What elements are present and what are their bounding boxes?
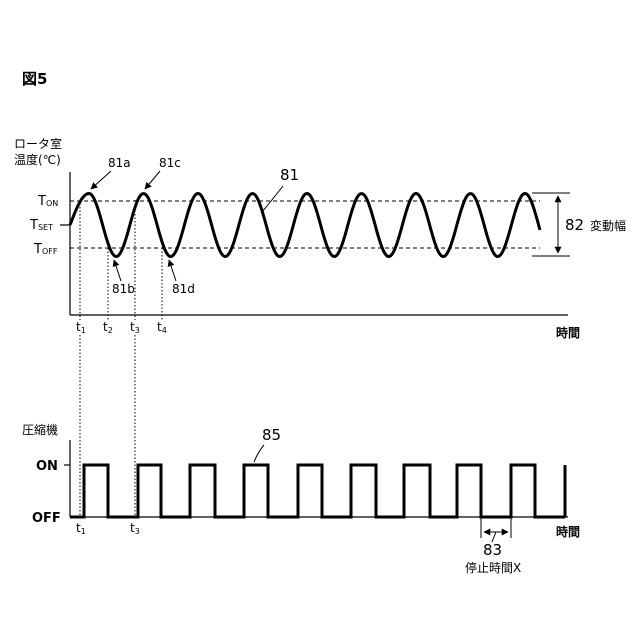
temperature-chart: ロータ室 温度(℃) TON TSET TOFF t1 t2 t3 t4 時間 … (14, 136, 626, 340)
ref-81a: 81a (108, 156, 131, 170)
ref-81: 81 (280, 166, 299, 184)
ref-85-leader (254, 445, 264, 462)
figure-title: 図5 (22, 70, 47, 88)
ref-83: 83 (483, 541, 502, 559)
time-mark-t4: t4 (157, 320, 167, 335)
ref-81-leader (262, 186, 283, 212)
t-on-label: TON (37, 194, 58, 209)
temp-axis-label-line1: ロータ室 (14, 136, 62, 151)
time-mark-t1: t1 (76, 320, 86, 335)
ref-81d-arrow (169, 260, 176, 281)
ref-85: 85 (262, 426, 281, 444)
compressor-chart: 圧縮機 ON OFF t1 t3 時間 85 83 停止時間X (22, 422, 580, 575)
on-level-label: ON (36, 459, 58, 474)
amplitude-label: 変動幅 (590, 218, 626, 233)
ref-81b: 81b (112, 282, 135, 296)
time-mark-t3: t3 (130, 320, 140, 335)
temp-x-axis-label: 時間 (556, 325, 580, 340)
temp-axis-label-line2: 温度(℃) (14, 152, 61, 167)
ref-82: 82 (565, 216, 584, 234)
stop-time-label: 停止時間X (465, 560, 521, 575)
ref-81d: 81d (172, 282, 195, 296)
ref-81b-arrow (114, 260, 121, 281)
ref-81a-arrow (91, 171, 111, 189)
ref-81c: 81c (159, 156, 181, 170)
compressor-signal (70, 465, 565, 517)
time-mark-t2: t2 (103, 320, 113, 335)
off-level-label: OFF (32, 511, 61, 526)
temperature-curve (70, 194, 540, 257)
bottom-time-mark-t3: t3 (130, 521, 140, 536)
t-set-label: TSET (29, 218, 53, 233)
bottom-time-mark-t1: t1 (76, 521, 86, 536)
t-off-label: TOFF (33, 242, 58, 257)
ref-81c-arrow (145, 171, 160, 189)
compressor-axis-label: 圧縮機 (22, 422, 58, 437)
compressor-x-axis-label: 時間 (556, 524, 580, 539)
